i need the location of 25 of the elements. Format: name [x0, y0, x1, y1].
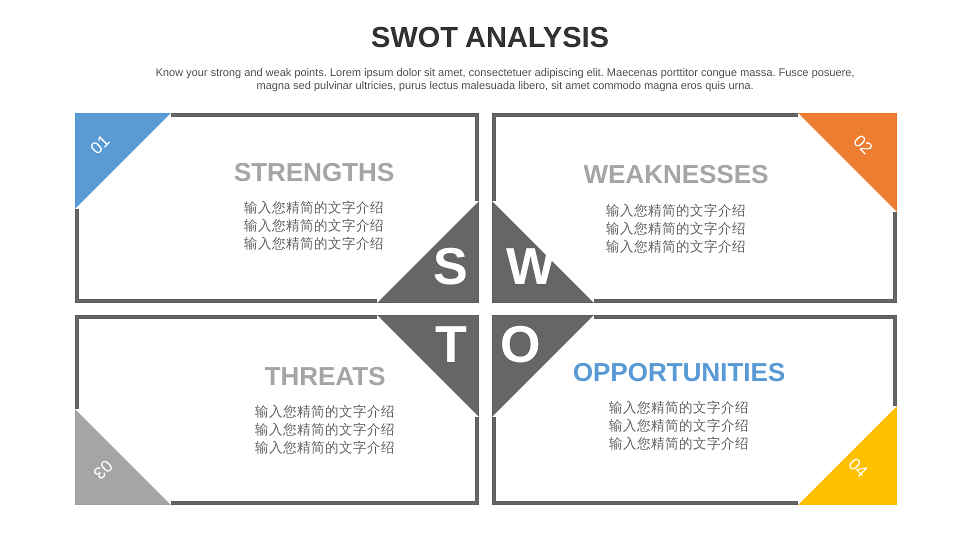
corner-number: 01: [86, 131, 114, 159]
heading: THREATS: [264, 361, 386, 392]
swot-letter: T: [435, 317, 467, 373]
corner-number: 02: [848, 131, 876, 159]
body-text: 输入您精简的文字介绍: [606, 238, 746, 256]
heading: WEAKNESSES: [584, 159, 768, 190]
swot-letter: S: [433, 239, 468, 295]
body-text: 输入您精简的文字介绍: [255, 439, 395, 457]
corner-number: 03: [88, 455, 116, 483]
body-text: 输入您精简的文字介绍: [609, 417, 749, 435]
body-text: 输入您精简的文字介绍: [609, 399, 749, 417]
body-text: 输入您精简的文字介绍: [244, 235, 384, 253]
title: SWOT ANALYSIS: [370, 22, 610, 55]
heading: STRENGTHS: [234, 157, 394, 188]
body-text: 输入您精简的文字介绍: [609, 435, 749, 453]
body-text: 输入您精简的文字介绍: [606, 202, 746, 220]
body-text: 输入您精简的文字介绍: [255, 421, 395, 439]
body-text: 输入您精简的文字介绍: [255, 403, 395, 421]
body-text: 输入您精简的文字介绍: [244, 217, 384, 235]
corner-number: 04: [844, 454, 872, 482]
subtitle-text: Know your strong and weak points. Lorem ipsum dolor sit amet, consectetuer adipiscing elit. Maecenas porttitor congue massa. Fusce posuere, magna sed pulvinar ultricies, purus lectus malesuada libero, sit amet commodo magna eros quis urna.: [154, 67, 856, 93]
body-text: 输入您精简的文字介绍: [606, 220, 746, 238]
heading: OPPORTUNITIES: [572, 357, 786, 388]
swot-letter: O: [500, 317, 540, 373]
body-text: 输入您精简的文字介绍: [244, 199, 384, 217]
